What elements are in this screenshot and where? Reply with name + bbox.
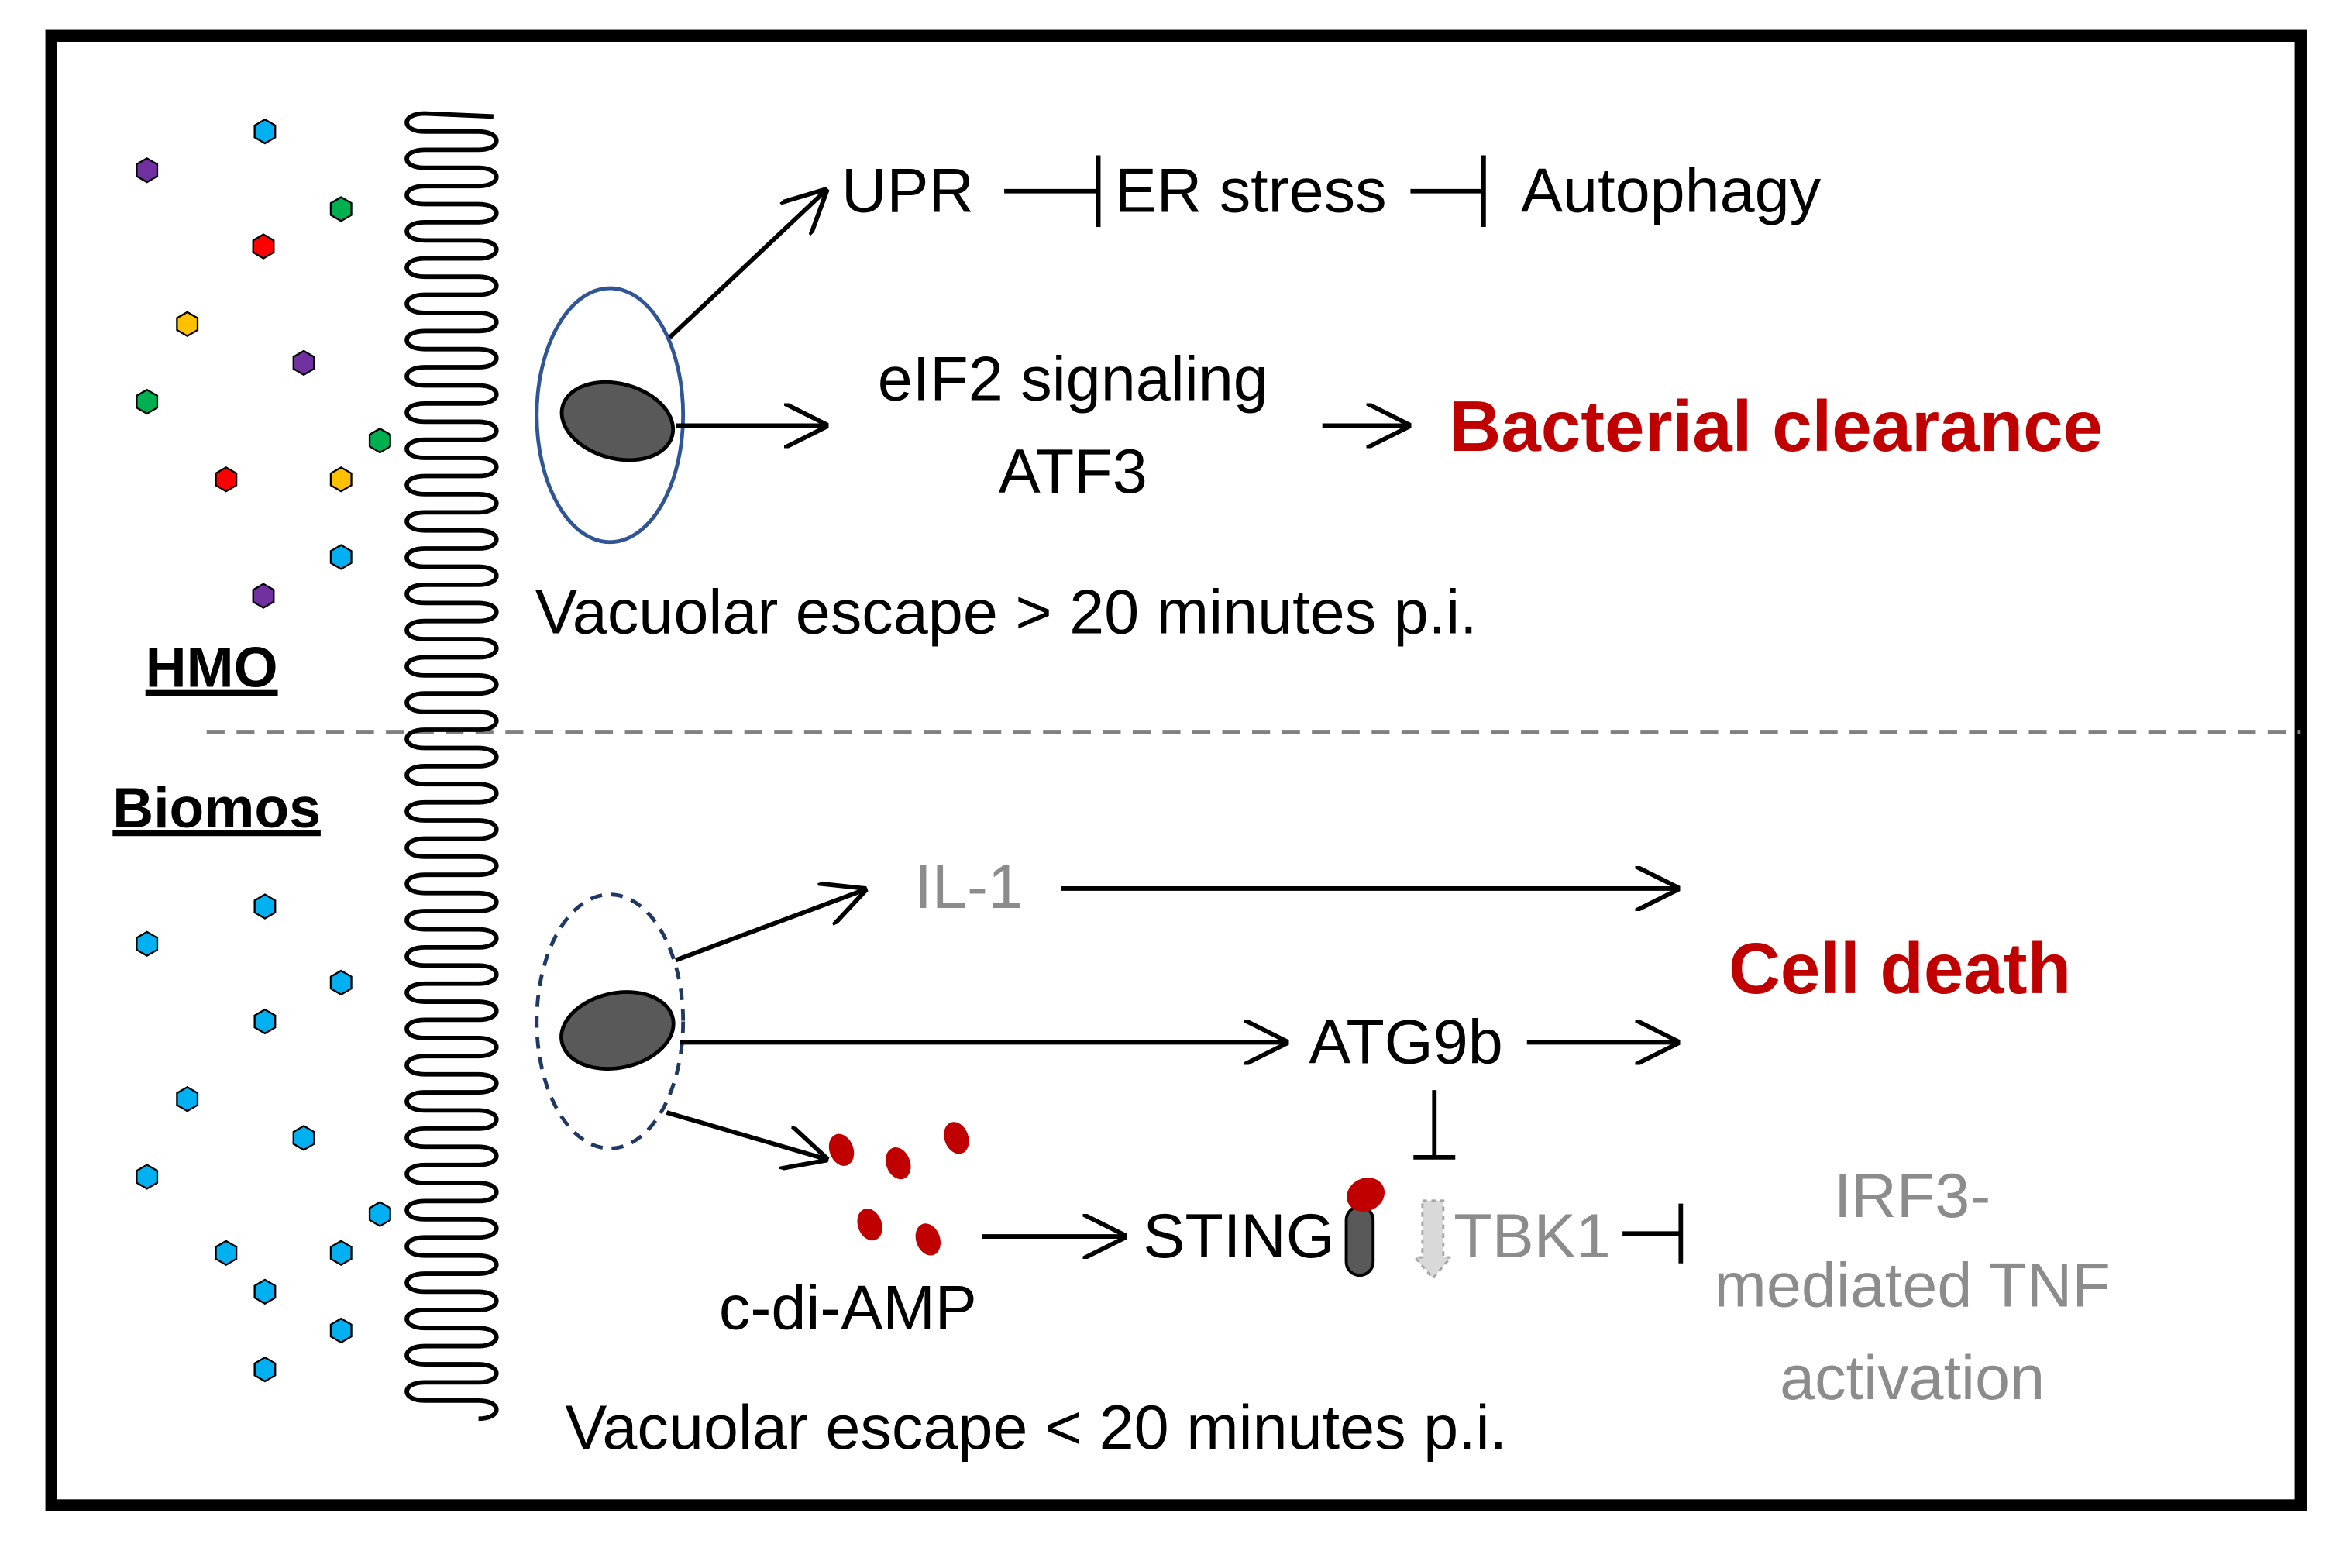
irf3-label-line1: IRF3- (1834, 1161, 1990, 1231)
eif2-signaling-label: eIF2 signaling (878, 345, 1268, 414)
ruptured-vacuole (535, 892, 686, 1150)
tbk1-inhibits-irf3 (1622, 1203, 1684, 1264)
oligosaccharide-hexagon (215, 1240, 238, 1267)
intact-vacuole (535, 286, 686, 545)
diagram-frame (45, 29, 2307, 1511)
biomos-escape-timing: Vacuolar escape < 20 minutes p.i. (565, 1393, 1507, 1463)
oligosaccharide-hexagon (253, 1278, 277, 1305)
irf3-label-line2: mediated TNF (1714, 1251, 2110, 1321)
oligosaccharide-hexagon (252, 583, 275, 609)
oligosaccharide-hexagon (329, 969, 353, 996)
oligosaccharide-hexagon (368, 427, 391, 454)
biomos-section-label: Biomos (112, 776, 321, 840)
oligosaccharide-hexagon (136, 930, 159, 958)
upr-label: UPR (841, 156, 974, 226)
oligosaccharide-hexagon (136, 156, 159, 184)
tbk1-inactive-marker (1412, 1199, 1454, 1281)
oligosaccharide-hexagon (329, 1317, 353, 1344)
oligosaccharide-hexagon (176, 311, 199, 338)
oligosaccharide-molecules (136, 118, 391, 1383)
oligosaccharide-hexagon (292, 1125, 315, 1151)
epithelial-membrane (404, 111, 499, 1422)
tbk1-label: TBK1 (1454, 1202, 1610, 1271)
oligosaccharide-hexagon (329, 466, 353, 493)
oligosaccharide-hexagon (215, 466, 238, 493)
arrow-to-upr (668, 191, 824, 339)
oligosaccharide-hexagon (253, 1008, 277, 1035)
sting-label: STING (1143, 1202, 1334, 1271)
irf3-label-line3: activation (1780, 1343, 2045, 1413)
atf3-label: ATF3 (999, 437, 1147, 507)
oligosaccharide-hexagon (329, 1240, 353, 1267)
er-stress-inhibits-autophagy (1410, 155, 1486, 227)
atg9b-label: ATG9b (1309, 1007, 1502, 1077)
oligosaccharide-hexagon (329, 544, 353, 570)
upr-inhibits-er-stress (1004, 155, 1101, 227)
arrow-to-c-di-amp (666, 1110, 824, 1159)
oligosaccharide-hexagon (292, 349, 315, 377)
bacterial-clearance-label: Bacterial clearance (1450, 386, 2103, 466)
atg9b-inhibits-tbk1 (1413, 1090, 1456, 1160)
bacterium-hmo (559, 380, 676, 462)
autophagy-label: Autophagy (1521, 156, 1822, 226)
oligosaccharide-hexagon (329, 196, 353, 222)
oligosaccharide-hexagon (253, 118, 277, 145)
cell-death-label: Cell death (1729, 928, 2071, 1009)
c-di-amp-molecules (828, 1122, 969, 1256)
oligosaccharide-hexagon (253, 893, 277, 920)
oligosaccharide-hexagon (136, 1164, 159, 1190)
hmo-escape-timing: Vacuolar escape > 20 minutes p.i. (535, 577, 1478, 647)
oligosaccharide-hexagon (253, 1356, 277, 1383)
hmo-section-label: HMO (146, 636, 278, 700)
arrow-to-il1 (675, 890, 864, 963)
oligosaccharide-hexagon (252, 233, 275, 260)
sting-receptor (1344, 1178, 1385, 1277)
il1-label: IL-1 (914, 852, 1023, 922)
bacterium-biomos (559, 990, 676, 1071)
oligosaccharide-hexagon (136, 388, 159, 415)
c-di-amp-label: c-di-AMP (719, 1274, 977, 1343)
oligosaccharide-hexagon (368, 1201, 391, 1227)
er-stress-label: ER stress (1115, 156, 1387, 226)
oligosaccharide-hexagon (176, 1085, 199, 1112)
